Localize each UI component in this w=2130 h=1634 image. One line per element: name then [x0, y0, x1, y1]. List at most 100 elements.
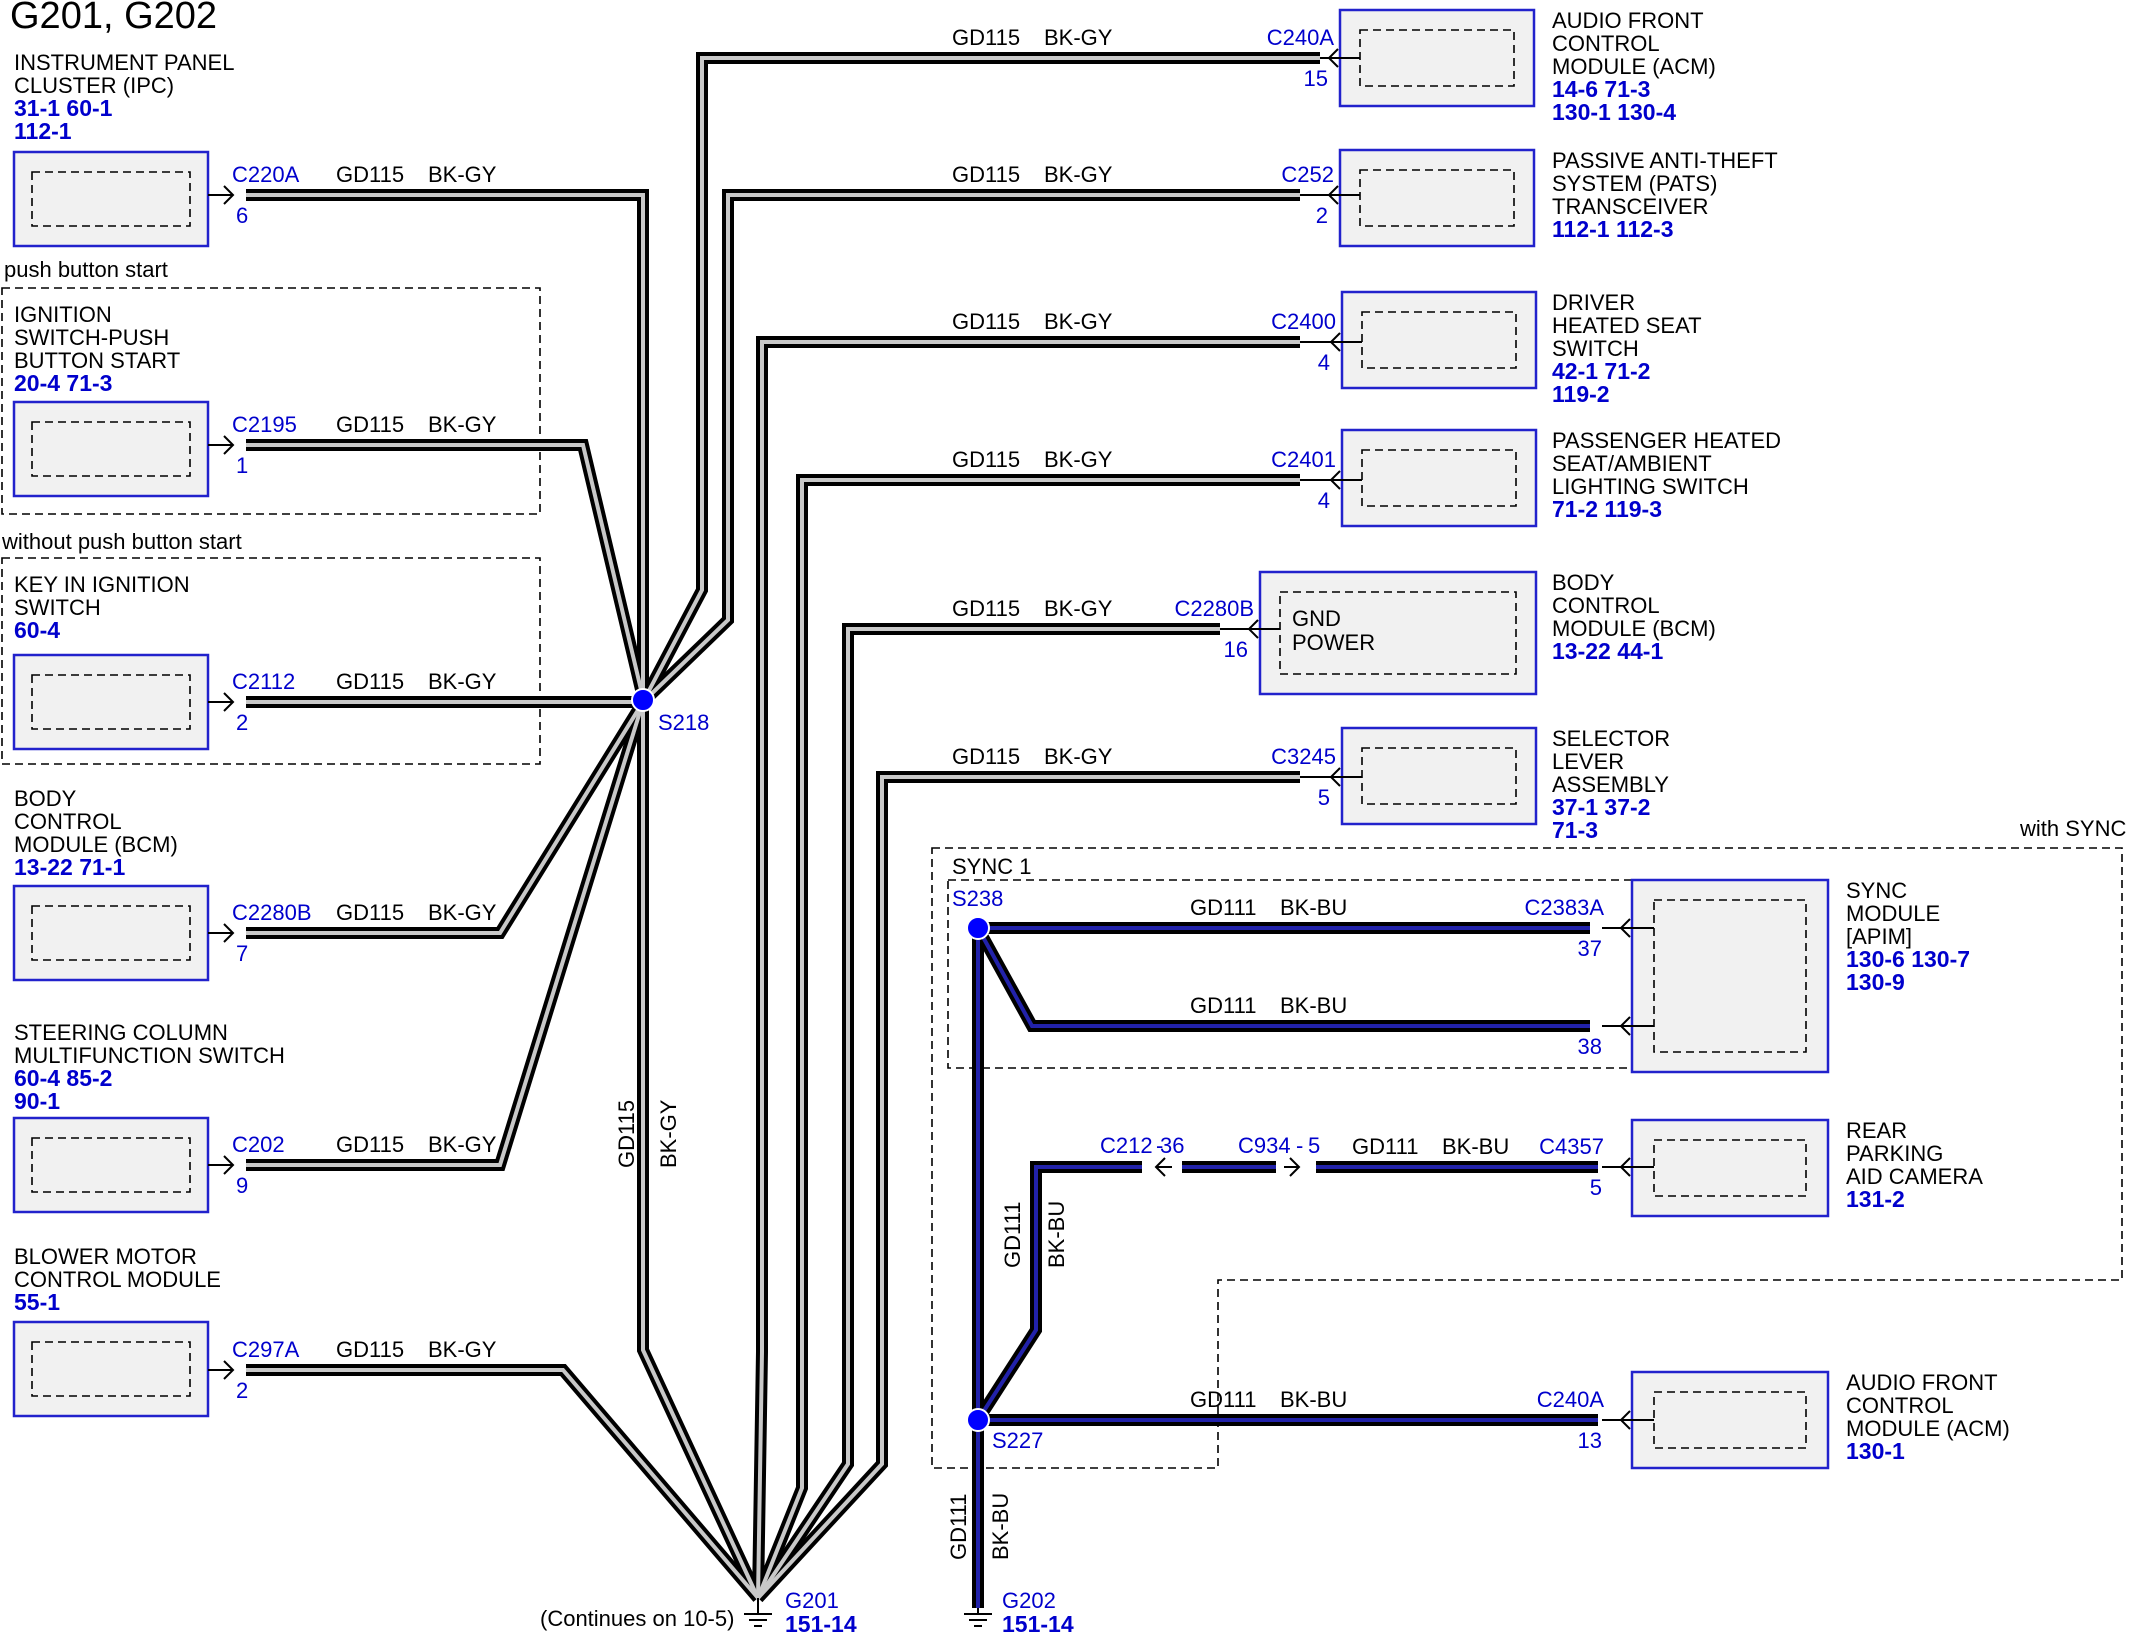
connector-label: C297A [232, 1337, 300, 1362]
wire-circuit-label: GD115 [336, 900, 404, 925]
gd111-wires [972, 922, 1598, 1608]
page-reference-link[interactable]: 31-1 60-1 [14, 95, 113, 121]
page-reference-link[interactable]: 60-4 85-2 [14, 1065, 112, 1091]
component-name: ASSEMBLY [1552, 772, 1669, 797]
page-reference-link[interactable]: 14-6 71-3 [1552, 76, 1650, 102]
page-reference-link[interactable]: 60-4 [14, 617, 60, 643]
page-reference-link[interactable]: 42-1 71-2 [1552, 358, 1650, 384]
group-label-push-button: push button start [4, 257, 168, 282]
connector-label-c212: C212 [1100, 1133, 1153, 1158]
wire-color-label: BK-BU [1280, 1387, 1347, 1412]
page-reference-link[interactable]: 130-9 [1846, 969, 1905, 995]
component-name: AID CAMERA [1846, 1164, 1983, 1189]
ground-label-g202: G202 [1002, 1588, 1056, 1613]
component-name: MODULE [1846, 901, 1940, 926]
wire-color-label: BK-GY [428, 1337, 497, 1362]
pin-number: 38 [1578, 1034, 1602, 1059]
component-name: CONTROL [1846, 1393, 1954, 1418]
continues-note: (Continues on 10-5) [540, 1606, 734, 1631]
pin-number: 6 [236, 203, 248, 228]
component-name: PASSENGER HEATED [1552, 428, 1781, 453]
wire-color-label: BK-GY [1044, 25, 1113, 50]
wire-color-label: BK-BU [1442, 1134, 1509, 1159]
wire-color-label: BK-BU [1280, 993, 1347, 1018]
component-name: [APIM] [1846, 924, 1912, 949]
connector-label: C2112 [232, 669, 295, 694]
wire-color-label: BK-GY [428, 412, 497, 437]
pin-number: 37 [1578, 936, 1602, 961]
page-reference-link[interactable]: 90-1 [14, 1088, 60, 1114]
component-name: SELECTOR [1552, 726, 1670, 751]
component-inner [1361, 449, 1517, 507]
page-reference-link[interactable]: 131-2 [1846, 1186, 1905, 1212]
wire-circuit-label: GD111 [1352, 1134, 1418, 1159]
component-inner [31, 674, 191, 730]
component-name: BLOWER MOTOR [14, 1244, 197, 1269]
wire-circuit-label: GD115 [336, 669, 404, 694]
connector-label: C3245 [1271, 744, 1336, 769]
dash-separator: - [1156, 1133, 1163, 1158]
pin-arrow [208, 692, 235, 712]
connector-label: C2400 [1271, 309, 1336, 334]
component-name: DRIVER [1552, 290, 1635, 315]
page-reference-link[interactable]: 71-2 119-3 [1552, 496, 1662, 522]
diagram-title: G201, G202 [10, 0, 217, 37]
page-reference-link[interactable]: 20-4 71-3 [14, 370, 112, 396]
wire-circuit-label: GD111 [1190, 895, 1256, 920]
page-reference-link[interactable]: 55-1 [14, 1289, 60, 1315]
component-box [1340, 290, 1538, 390]
page-reference-link[interactable]: 112-1 [14, 118, 72, 144]
component-inner [1359, 169, 1515, 227]
pin-arrow [208, 1360, 235, 1380]
component-name: IGNITION [14, 302, 112, 327]
page-reference-link[interactable]: 130-1 [1846, 1438, 1905, 1464]
connector-label: C2383A [1524, 895, 1604, 920]
component-name: LEVER [1552, 749, 1624, 774]
page-reference-link[interactable]: 71-3 [1552, 817, 1598, 843]
component-box [1630, 1370, 1830, 1470]
component-name: BODY [14, 786, 77, 811]
component-name: AUDIO FRONT [1552, 8, 1704, 33]
pin-number: 13 [1578, 1428, 1602, 1453]
component-inner-label: POWER [1292, 630, 1375, 655]
pin-arrow [1320, 48, 1360, 68]
ground-g201: G201 151-14 (Continues on 10-5) [540, 1588, 857, 1634]
component-inner [31, 421, 191, 477]
trunk-circuit-g202: GD111 [946, 1494, 971, 1560]
component-name: CONTROL [14, 809, 122, 834]
component-box [12, 884, 210, 982]
wire-circuit-label: GD115 [952, 162, 1020, 187]
connector-label: C2280B [1174, 596, 1254, 621]
page-reference-link[interactable]: 119-2 [1552, 381, 1610, 407]
connector-label: C2280B [232, 900, 312, 925]
wire-circuit-label: GD115 [952, 744, 1020, 769]
pin-number: 2 [236, 710, 248, 735]
connector-label: C2195 [232, 412, 297, 437]
group-label-without-push-button: without push button start [1, 529, 242, 554]
page-reference-link[interactable]: 13-22 71-1 [14, 854, 125, 880]
component-name: MULTIFUNCTION SWITCH [14, 1043, 285, 1068]
page-reference-link[interactable]: 13-22 44-1 [1552, 638, 1663, 664]
page-reference-link[interactable]: 130-6 130-7 [1846, 946, 1970, 972]
component-box [12, 150, 210, 248]
component-name: CONTROL MODULE [14, 1267, 221, 1292]
wire-circuit-label: GD115 [952, 447, 1020, 472]
component-name: MODULE (ACM) [1552, 54, 1716, 79]
pin-number: 2 [1316, 203, 1328, 228]
page-reference-link[interactable]: 37-1 37-2 [1552, 794, 1650, 820]
component-inner-label: GND [1292, 606, 1341, 631]
pin-arrow [208, 1155, 235, 1175]
wire-circuit-label: GD111 [1190, 1387, 1256, 1412]
pin-arrow [1300, 470, 1362, 490]
component-name: INSTRUMENT PANEL [14, 50, 234, 75]
component-box [1630, 1118, 1830, 1218]
trunk-color-g202: BK-BU [988, 1493, 1013, 1560]
pin-arrow [1602, 1410, 1654, 1430]
component-box [1340, 726, 1538, 826]
page-reference-link[interactable]: 112-1 112-3 [1552, 216, 1674, 242]
page-reference-link[interactable]: 130-1 130-4 [1552, 99, 1676, 125]
